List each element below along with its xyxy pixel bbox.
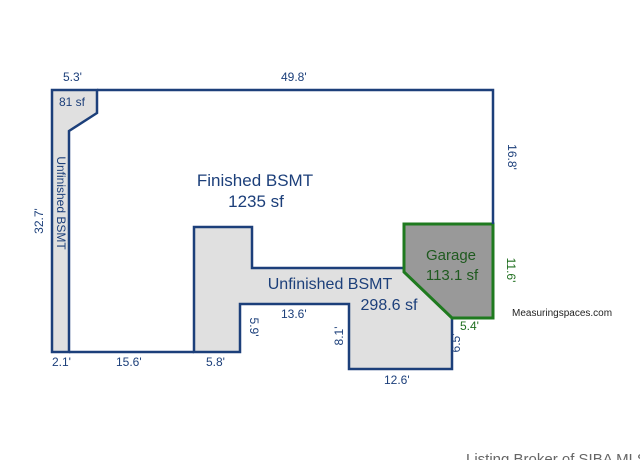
dim-garage-bottom: 5.4' <box>460 319 479 333</box>
dim-center-drop: 8.1' <box>332 327 346 346</box>
dim-top: 49.8' <box>281 70 307 84</box>
brand-label: Measuringspaces.com <box>512 308 612 319</box>
dim-step-vertical: 5.9' <box>247 318 261 337</box>
dim-bottom-mid: 15.6' <box>116 355 142 369</box>
finished-walls <box>69 88 495 354</box>
dim-bottom-step: 5.8' <box>206 355 225 369</box>
dim-right-lower: 6.5' <box>449 334 463 353</box>
finished-label: Finished BSMT <box>197 171 313 190</box>
dim-top-left: 5.3' <box>63 70 82 84</box>
dim-bottom-left: 2.1' <box>52 355 71 369</box>
unfinished-left-area: 81 sf <box>59 95 86 109</box>
dim-center-bottom: 13.6' <box>281 307 307 321</box>
finished-area: 1235 sf <box>228 192 284 211</box>
garage-area <box>402 222 495 320</box>
dim-bottom-right: 12.6' <box>384 373 410 387</box>
unfinished-center-area: 298.6 sf <box>361 297 418 314</box>
unfinished-center-area <box>192 225 454 371</box>
garage-label: Garage <box>426 247 476 264</box>
dim-right-upper: 16.8' <box>505 144 519 170</box>
unfinished-center-label: Unfinished BSMT <box>268 276 393 293</box>
dim-left-height: 32.7' <box>32 208 46 234</box>
dim-garage-right: 11.6' <box>504 258 518 283</box>
footer-label: Listing Broker of SIBA MLS® <box>466 451 640 460</box>
garage-area-text: 113.1 sf <box>426 267 479 284</box>
unfinished-left-label: Unfinished BSMT <box>54 156 68 250</box>
